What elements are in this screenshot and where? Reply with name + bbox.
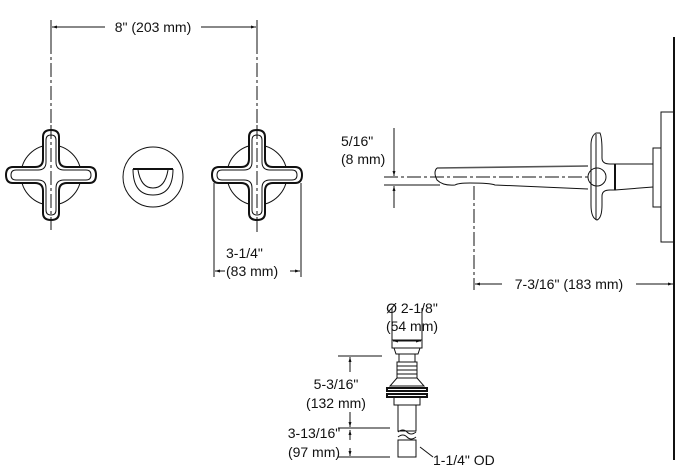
spout-height-dimension: 5/16" (8 mm) [341, 128, 396, 208]
drain-height-mm-label: (132 mm) [306, 395, 366, 411]
spout-reach-label: 7-3/16" (183 mm) [515, 276, 623, 292]
handle-spacing-dimension: 8" (203 mm) [50, 19, 258, 125]
drain-height-dimension: 5-3/16" (132 mm) [306, 355, 382, 427]
drain-diameter-mm-label: (54 mm) [386, 318, 438, 334]
handle-width-dimension: 3-1/4" (83 mm) [213, 183, 302, 279]
handle-width-mm-label: (83 mm) [226, 263, 278, 279]
drain-diameter-dimension: Ø 2-1/8" (54 mm) [386, 300, 438, 343]
spout-height-inch-label: 5/16" [341, 133, 373, 149]
spout-reach-dimension: 7-3/16" (183 mm) [473, 186, 673, 292]
spout-height-mm-label: (8 mm) [341, 151, 385, 167]
right-cross-handle-icon [210, 125, 304, 225]
left-cross-handle-icon [4, 125, 98, 225]
drain-height-inch-label: 5-3/16" [314, 376, 359, 392]
tailpiece-length-mm-label: (97 mm) [288, 444, 340, 460]
spout-escutcheon-front-icon [122, 146, 184, 208]
tailpiece-od-label: 1-1/4" OD [433, 452, 495, 468]
tailpiece-length-dimension: 3-13/16" (97 mm) [288, 425, 390, 460]
tailpiece-length-inch-label: 3-13/16" [288, 425, 340, 441]
drain-diameter-inch-label: Ø 2-1/8" [386, 300, 438, 316]
spout-side-view-icon [384, 37, 675, 460]
handle-spacing-label: 8" (203 mm) [115, 19, 192, 35]
handle-width-inch-label: 3-1/4" [226, 245, 263, 261]
